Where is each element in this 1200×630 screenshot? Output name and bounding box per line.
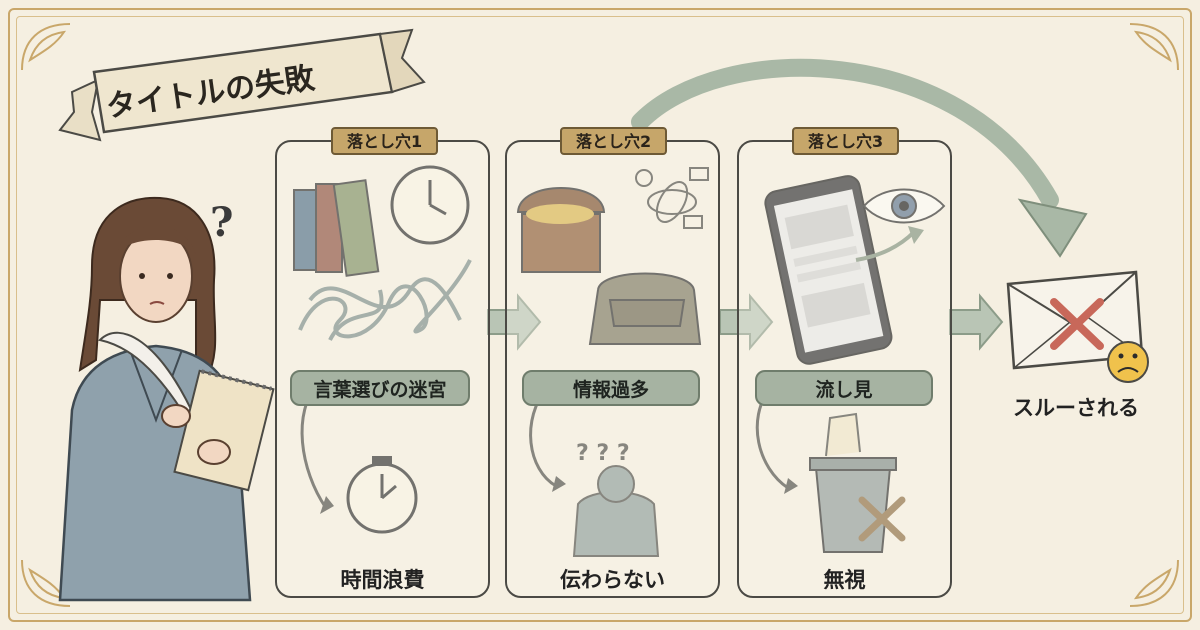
satchel-icon xyxy=(588,272,702,345)
woman-figure xyxy=(58,196,275,602)
result-label-3: 無視 xyxy=(823,568,866,592)
pitfall-panel-2 xyxy=(505,140,720,598)
outer-frame xyxy=(8,8,1192,622)
problem-label-2: 情報過多 xyxy=(522,370,700,406)
eye-icon xyxy=(862,188,946,224)
pitfall-tag-1: 落とし穴1 xyxy=(331,127,439,155)
svg-text:? ? ?: ? ? ? xyxy=(576,441,630,466)
skip-arrow xyxy=(631,58,1059,209)
question-mark-icon: ? xyxy=(210,199,233,246)
treasure-chest-icon xyxy=(516,187,606,273)
corner-ornament-icon xyxy=(21,23,1179,607)
pitfall-panel-1 xyxy=(275,140,490,598)
pitfall-panel-3 xyxy=(737,140,952,598)
outcome-label: スルーされる xyxy=(1013,396,1139,420)
smartphone-icon xyxy=(764,175,893,365)
notepad-icon xyxy=(173,369,275,492)
title-ribbon xyxy=(58,28,426,142)
confused-person-icon: ? ? ? xyxy=(572,441,660,557)
inner-frame xyxy=(16,16,1184,614)
problem-label-1: 言葉選びの迷宮 xyxy=(290,370,470,406)
result-label-2: 伝わらない xyxy=(560,568,665,592)
books-icon xyxy=(293,179,380,277)
pitfall-tag-2: 落とし穴2 xyxy=(560,127,668,155)
result-label-1: 時間浪費 xyxy=(340,568,425,592)
eye-arrow xyxy=(855,230,916,262)
flow-arrow-2 xyxy=(719,293,774,351)
trash-can-icon xyxy=(809,412,906,553)
pitfall-tag-3: 落とし穴3 xyxy=(792,127,900,155)
flow-arrow-3 xyxy=(949,293,1004,351)
information-swirl-icon xyxy=(635,167,709,229)
stopwatch-icon xyxy=(346,456,418,534)
problem-label-3: 流し見 xyxy=(755,370,933,406)
clock-icon xyxy=(390,165,470,245)
sad-face-icon xyxy=(1107,341,1149,383)
flow-arrow-1 xyxy=(487,293,542,351)
maze-arrows-icon xyxy=(298,259,472,341)
